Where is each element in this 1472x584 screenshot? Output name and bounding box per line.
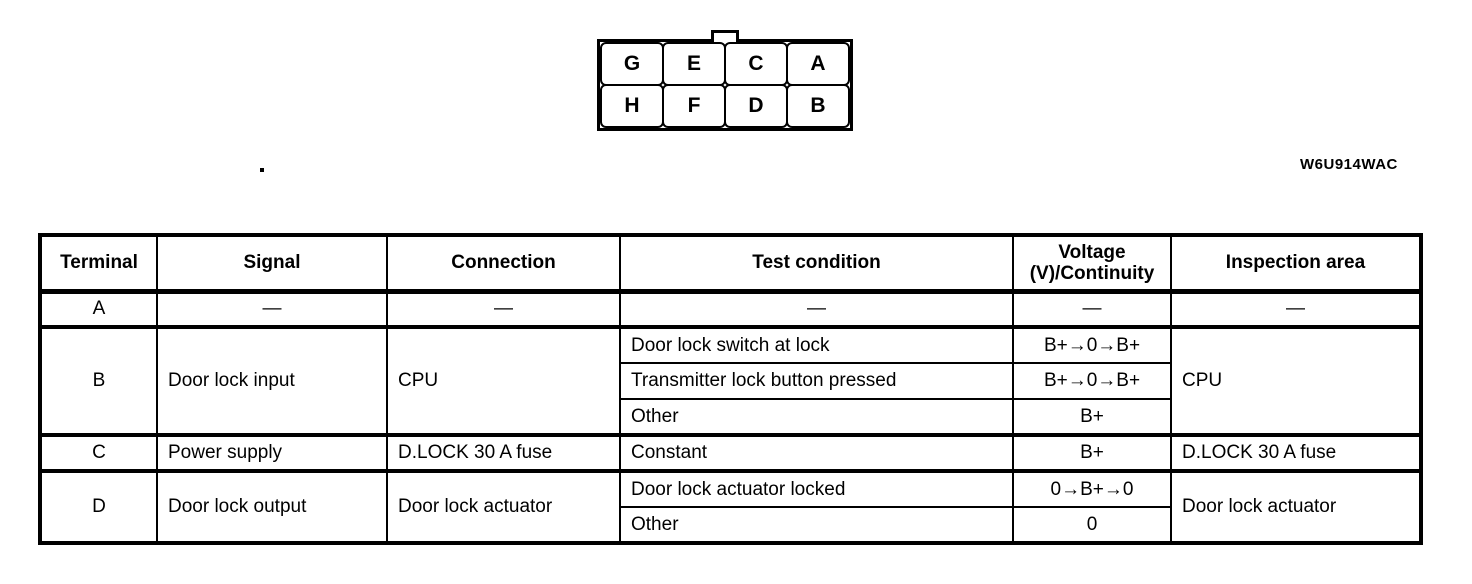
connector-pin-b: B — [786, 84, 850, 128]
cell-test-condition-b-1: Door lock switch at lock — [619, 325, 1014, 364]
cell-voltage-a: — — [1012, 289, 1172, 328]
table-row-terminal-a: A — — — — — — [39, 289, 1422, 328]
table-row-terminal-b-2: Transmitter lock button pressed B+→0→B+ — [40, 362, 1421, 400]
cell-terminal-b: B — [39, 325, 158, 436]
cell-test-condition-d-2: Other — [619, 506, 1014, 544]
cell-voltage-d-1: 0→B+→0 — [1012, 469, 1172, 508]
table-header-row: Terminal Signal Connection Test conditio… — [39, 234, 1422, 294]
cell-connection-b: CPU — [386, 325, 621, 436]
cell-voltage-b-1: B+→0→B+ — [1012, 325, 1172, 364]
terminal-table: Terminal Signal Connection Test conditio… — [38, 233, 1423, 545]
table-row-terminal-b-3: Other B+ — [40, 398, 1421, 436]
cell-terminal-d: D — [39, 469, 158, 544]
cell-connection-a: — — [386, 289, 621, 328]
col-header-connection: Connection — [386, 234, 621, 294]
connector-diagram: G E C A H F D B — [597, 30, 853, 131]
cell-test-condition-c: Constant — [619, 433, 1014, 472]
col-header-signal: Signal — [156, 234, 388, 294]
cell-test-condition-b-2: Transmitter lock button pressed — [619, 362, 1014, 400]
col-header-test-condition: Test condition — [619, 234, 1014, 294]
cell-inspection-d: Door lock actuator — [1170, 469, 1422, 544]
cell-terminal-a: A — [39, 289, 158, 328]
scan-speck — [260, 168, 264, 172]
cell-signal-b: Door lock input — [156, 325, 388, 436]
cell-voltage-c: B+ — [1012, 433, 1172, 472]
table-row-terminal-d-1: D Door lock output Door lock actuator Do… — [39, 469, 1422, 544]
cell-signal-a: — — [156, 289, 388, 328]
col-header-terminal: Terminal — [39, 234, 158, 294]
cell-voltage-b-3: B+ — [1012, 398, 1172, 436]
table-row-terminal-d-2: Other 0 — [40, 506, 1421, 544]
table-row-terminal-c: C Power supply D.LOCK 30 A fuse Constant… — [39, 433, 1422, 472]
cell-test-condition-d-1: Door lock actuator locked — [619, 469, 1014, 508]
cell-voltage-d-2: 0 — [1012, 506, 1172, 544]
col-header-voltage: Voltage (V)/Continuity — [1012, 234, 1172, 294]
cell-test-condition-a: — — [619, 289, 1014, 328]
cell-connection-d: Door lock actuator — [386, 469, 621, 544]
connector-pin-a: A — [786, 42, 850, 86]
connector-pin-f: F — [662, 84, 726, 128]
connector-pin-h: H — [600, 84, 664, 128]
cell-inspection-a: — — [1170, 289, 1422, 328]
connector-pin-g: G — [600, 42, 664, 86]
cell-connection-c: D.LOCK 30 A fuse — [386, 433, 621, 472]
col-header-voltage-line2: (V)/Continuity — [1029, 262, 1155, 284]
connector-pin-grid: G E C A H F D B — [600, 42, 850, 128]
col-header-inspection-area: Inspection area — [1170, 234, 1422, 294]
cell-test-condition-b-3: Other — [619, 398, 1014, 436]
cell-signal-c: Power supply — [156, 433, 388, 472]
table-row-terminal-b-1: B Door lock input CPU Door lock switch a… — [39, 325, 1422, 436]
cell-terminal-c: C — [39, 433, 158, 472]
connector-pin-d: D — [724, 84, 788, 128]
col-header-voltage-line1: Voltage — [1058, 241, 1126, 263]
connector-pin-c: C — [724, 42, 788, 86]
cell-voltage-b-2: B+→0→B+ — [1012, 362, 1172, 400]
cell-signal-d: Door lock output — [156, 469, 388, 544]
cell-inspection-c: D.LOCK 30 A fuse — [1170, 433, 1422, 472]
figure-code: W6U914WAC — [1300, 156, 1398, 173]
connector-latch-tab — [711, 30, 739, 42]
cell-inspection-b: CPU — [1170, 325, 1422, 436]
connector-pin-e: E — [662, 42, 726, 86]
